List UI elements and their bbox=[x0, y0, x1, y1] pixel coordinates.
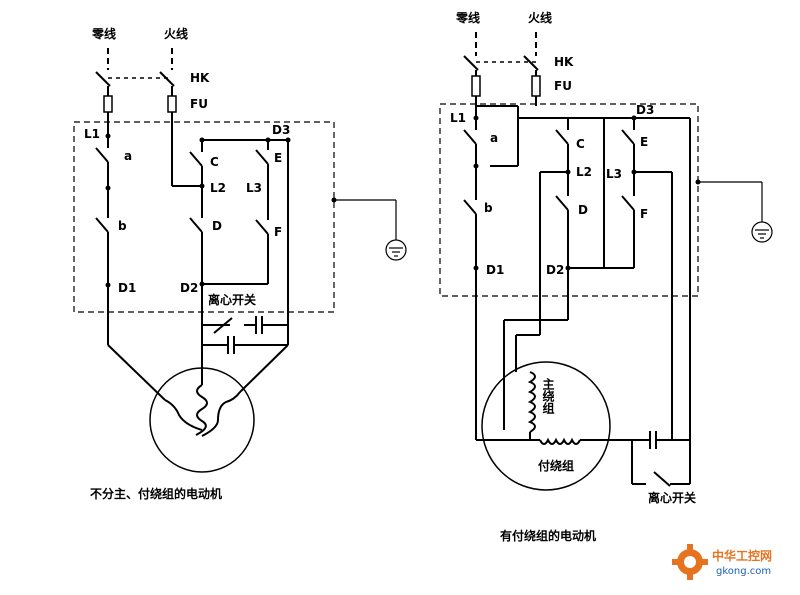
right-l3-label: L3 bbox=[606, 167, 622, 181]
left-hk-label: HK bbox=[190, 71, 210, 85]
left-d-label: D bbox=[212, 219, 222, 233]
left-live-label: 火线 bbox=[164, 26, 188, 41]
left-nodes bbox=[105, 133, 337, 288]
left-l1-label: L1 bbox=[84, 127, 100, 141]
right-hk-label: HK bbox=[554, 55, 574, 69]
right-b-label: b bbox=[484, 201, 493, 215]
left-diagram bbox=[73, 48, 407, 473]
left-centrifugal-label: 离心开关 bbox=[208, 292, 256, 307]
right-d3-label: D3 bbox=[636, 103, 654, 117]
right-d-label: D bbox=[578, 203, 588, 217]
right-diagram bbox=[439, 32, 773, 491]
gear-icon bbox=[672, 544, 708, 580]
right-e-label: E bbox=[640, 135, 648, 149]
right-centrifugal-label: 离心开关 bbox=[648, 490, 696, 505]
left-d3-label: D3 bbox=[272, 123, 290, 137]
right-fu-label: FU bbox=[554, 79, 572, 93]
right-d2-label: D2 bbox=[546, 263, 564, 277]
left-b-label: b bbox=[118, 219, 127, 233]
main-winding-label: 主绕组 bbox=[541, 377, 555, 415]
left-labels: 零线 火线 HK FU L1 a b D1 C L2 D D2 D3 E L3 … bbox=[84, 26, 290, 501]
right-c-label: C bbox=[576, 137, 585, 151]
right-a-label: a bbox=[490, 131, 498, 145]
watermark-url: gkong.com bbox=[716, 566, 771, 577]
right-d1-label: D1 bbox=[486, 263, 504, 277]
right-caption: 有付绕组的电动机 bbox=[500, 528, 596, 543]
left-f-label: F bbox=[274, 225, 282, 239]
right-labels: 零线 火线 HK FU L1 a b D1 C L2 D D2 D3 E L3 … bbox=[450, 10, 696, 543]
watermark-name: 中华工控网 bbox=[712, 548, 772, 563]
right-l1-label: L1 bbox=[450, 111, 466, 125]
left-d1-label: D1 bbox=[118, 281, 136, 295]
left-e-label: E bbox=[274, 151, 282, 165]
left-l2-label: L2 bbox=[210, 181, 226, 195]
left-fu-label: FU bbox=[190, 97, 208, 111]
right-l2-label: L2 bbox=[576, 165, 592, 179]
right-nodes bbox=[473, 115, 701, 271]
left-d2-label: D2 bbox=[180, 281, 198, 295]
watermark: 中华工控网 gkong.com bbox=[672, 544, 772, 580]
left-neutral-label: 零线 bbox=[91, 26, 116, 41]
left-c-label: C bbox=[210, 155, 219, 169]
left-a-label: a bbox=[124, 149, 132, 163]
left-l3-label: L3 bbox=[246, 181, 262, 195]
left-caption: 不分主、付绕组的电动机 bbox=[90, 486, 222, 501]
right-f-label: F bbox=[640, 207, 648, 221]
aux-winding-label: 付绕组 bbox=[538, 458, 574, 473]
right-live-label: 火线 bbox=[528, 10, 552, 25]
right-neutral-label: 零线 bbox=[455, 10, 480, 25]
